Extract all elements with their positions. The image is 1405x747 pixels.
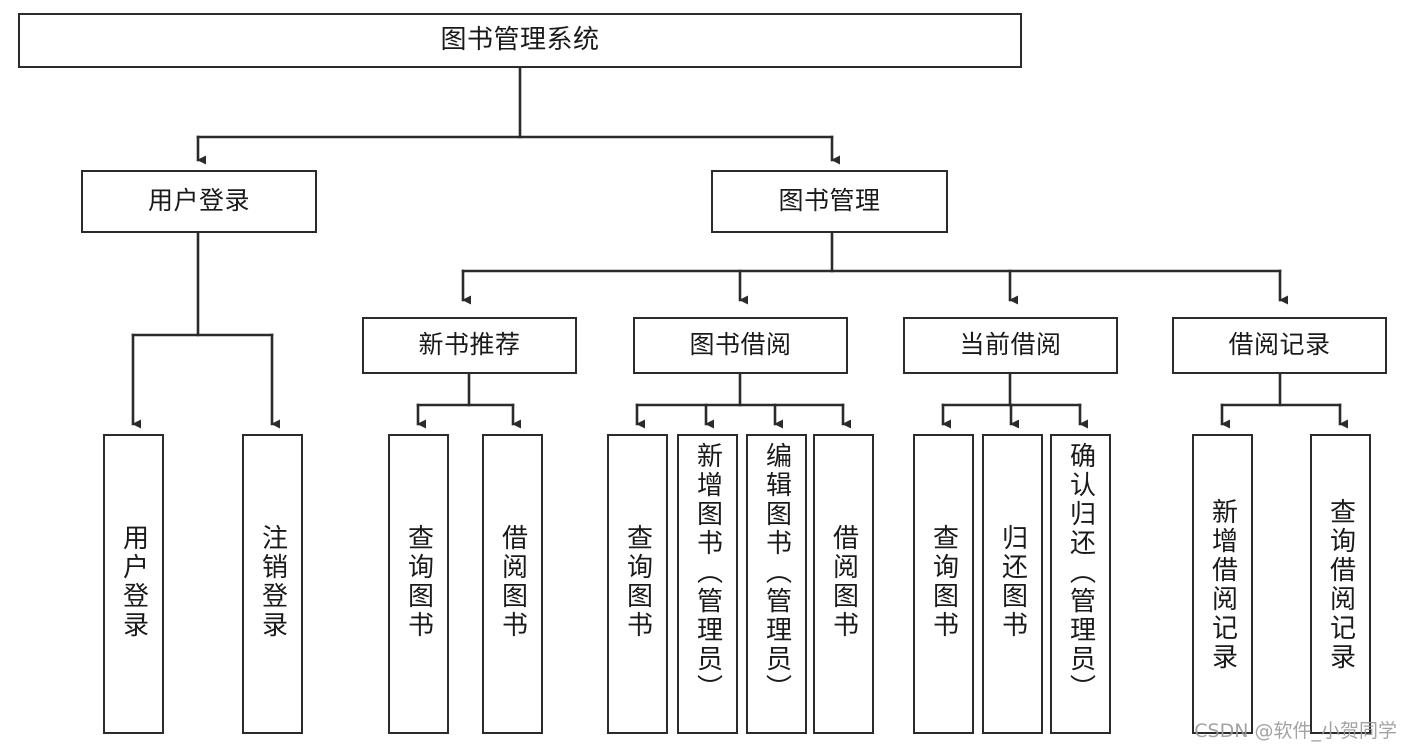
leaf-borrow-add-book-admin[interactable]: 新增图书（管理员） — [677, 434, 738, 734]
node-label: 确认归还（管理员） — [1065, 442, 1096, 703]
leaf-borrow-borrow-book[interactable]: 借阅图书 — [813, 434, 874, 734]
node-label: 注销登录 — [257, 524, 288, 640]
node-new-book-recommend[interactable]: 新书推荐 — [362, 317, 577, 374]
node-label: 编辑图书（管理员） — [761, 442, 792, 703]
node-user-login[interactable]: 用户登录 — [81, 170, 317, 233]
node-root-book-management-system[interactable]: 图书管理系统 — [18, 13, 1022, 68]
node-label: 查询图书 — [622, 524, 653, 640]
node-label: 用户登录 — [118, 524, 149, 640]
node-label: 借阅图书 — [828, 524, 859, 640]
node-label: 新增图书（管理员） — [692, 442, 723, 703]
node-label: 归还图书 — [997, 524, 1028, 640]
node-label: 当前借阅 — [959, 330, 1062, 360]
node-label: 图书管理系统 — [440, 24, 600, 55]
leaf-borrow-edit-book-admin[interactable]: 编辑图书（管理员） — [746, 434, 807, 734]
leaf-current-confirm-return-admin[interactable]: 确认归还（管理员） — [1050, 434, 1111, 734]
node-label: 查询图书 — [403, 524, 434, 640]
node-current-borrow[interactable]: 当前借阅 — [903, 317, 1118, 374]
node-label: 图书借阅 — [689, 330, 792, 360]
node-label: 查询图书 — [928, 524, 959, 640]
leaf-record-query-borrow-record[interactable]: 查询借阅记录 — [1310, 434, 1371, 734]
node-borrow-record[interactable]: 借阅记录 — [1172, 317, 1387, 374]
node-label: 借阅记录 — [1228, 330, 1331, 360]
node-label: 新书推荐 — [418, 330, 521, 360]
leaf-borrow-query-book[interactable]: 查询图书 — [607, 434, 668, 734]
node-label: 查询借阅记录 — [1325, 498, 1356, 672]
leaf-current-query-book[interactable]: 查询图书 — [913, 434, 974, 734]
node-label: 借阅图书 — [497, 524, 528, 640]
node-book-management[interactable]: 图书管理 — [711, 170, 948, 233]
node-label: 新增借阅记录 — [1207, 498, 1238, 672]
node-book-borrow[interactable]: 图书借阅 — [633, 317, 848, 374]
leaf-record-add-borrow-record[interactable]: 新增借阅记录 — [1192, 434, 1253, 734]
leaf-current-return-book[interactable]: 归还图书 — [982, 434, 1043, 734]
leaf-new-book-query-book[interactable]: 查询图书 — [388, 434, 449, 734]
node-label: 图书管理 — [778, 186, 881, 216]
csdn-watermark: CSDN @软件_小贺同学 — [1194, 720, 1397, 742]
leaf-user-login-login[interactable]: 用户登录 — [103, 434, 164, 734]
leaf-user-login-logout[interactable]: 注销登录 — [242, 434, 303, 734]
leaf-new-book-borrow-book[interactable]: 借阅图书 — [482, 434, 543, 734]
node-label: 用户登录 — [147, 186, 250, 216]
